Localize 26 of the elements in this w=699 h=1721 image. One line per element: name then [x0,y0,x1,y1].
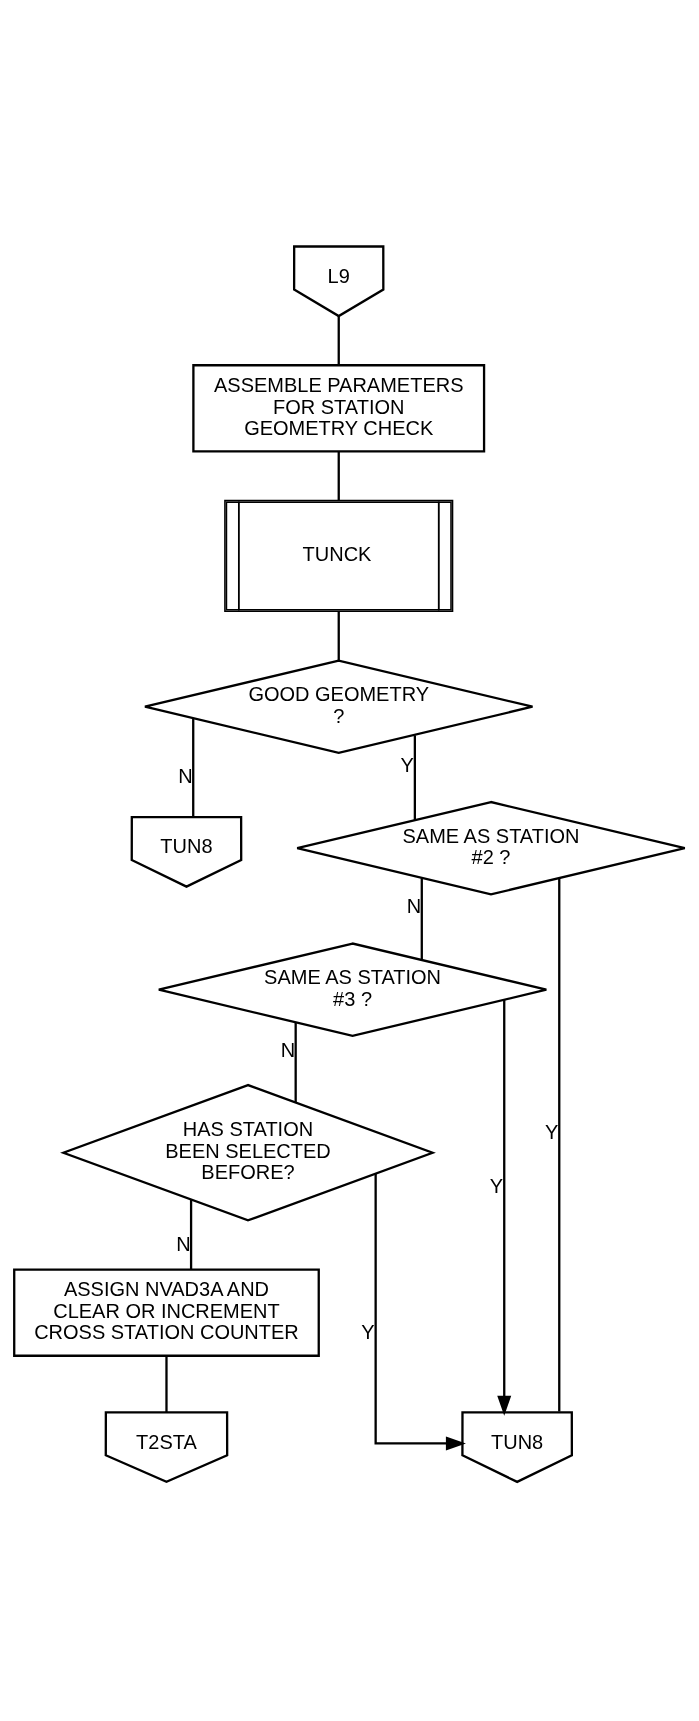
connector [337,611,340,661]
node-diamond: SAME AS STATION #3 ? [157,942,548,1037]
edge-label: N [176,1232,191,1255]
connector [337,316,340,366]
node-diamond: HAS STATION BEEN SELECTED BEFORE? [60,1083,436,1222]
node-diamond: SAME AS STATION #2 ? [296,800,686,896]
connector [294,1022,297,1103]
connector [337,451,340,501]
edge-label: Y [400,754,414,777]
edge-label: Y [489,1174,504,1197]
connector [420,878,423,960]
edge-label: Y [361,1320,375,1343]
node-box: ASSEMBLE PARAMETERS FOR STATION GEOMETRY CHECK [192,364,486,453]
edge-label: Y [544,1121,559,1144]
arrow [374,1173,466,1451]
edge-label: N [280,1038,296,1061]
edge-label: N [406,895,422,918]
node-diamond: GOOD GEOMETRY ? [143,659,534,755]
arrow [497,1000,512,1416]
connector [558,878,561,1412]
connector [413,735,416,821]
node-box: ASSIGN NVAD3A AND CLEAR OR INCREMENT CROSS STATION COUNTER [13,1268,320,1357]
edge-label: N [178,765,193,788]
connector [192,718,195,817]
connector [165,1356,168,1413]
connector [189,1199,193,1270]
